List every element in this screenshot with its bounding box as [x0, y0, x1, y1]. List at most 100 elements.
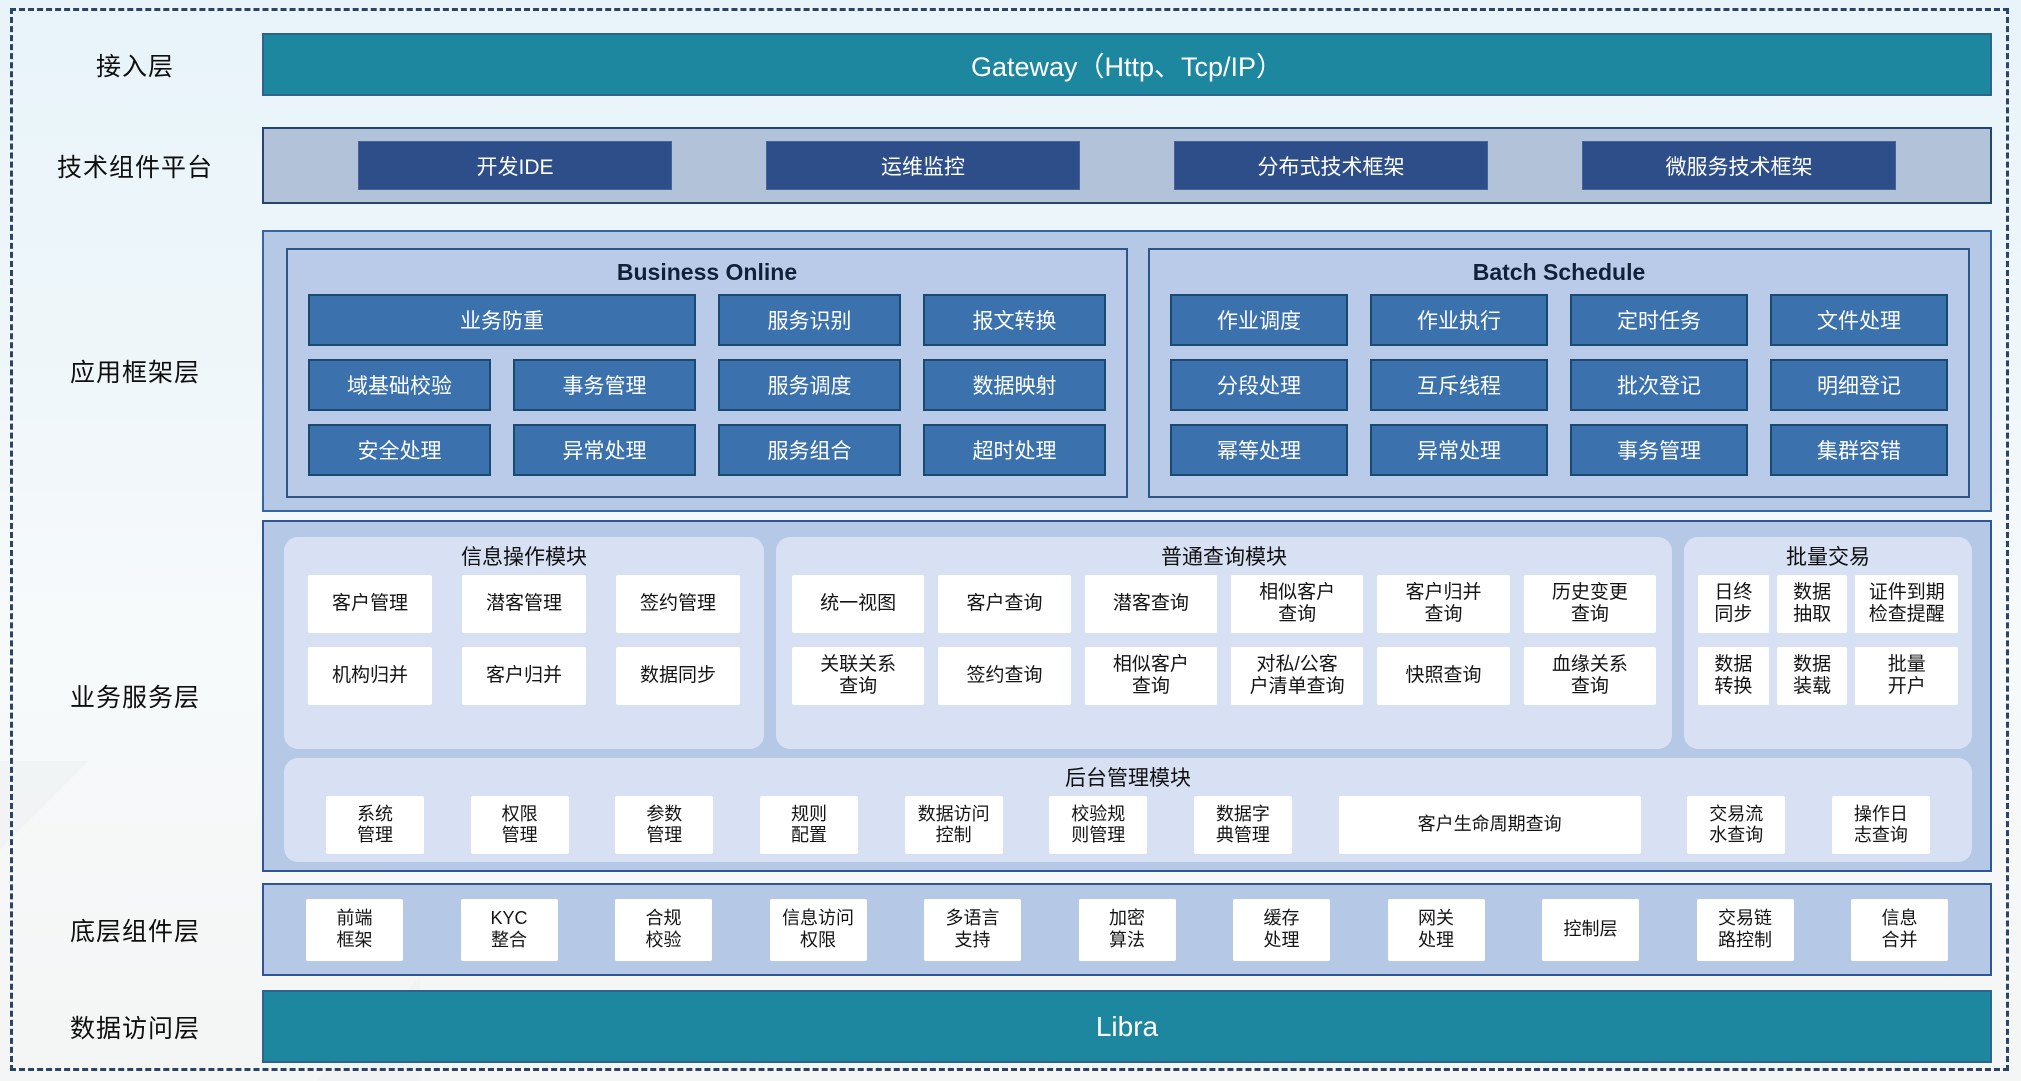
service-block: 数据访问 控制 [904, 796, 1003, 854]
service-block: 统一视图 [792, 575, 925, 633]
service-block: 潜客管理 [462, 575, 586, 633]
app-block: 数据映射 [923, 359, 1106, 411]
batch-schedule-grid: 作业调度 作业执行 定时任务 文件处理 分段处理 互斥线程 批次登记 明细登记 … [1150, 294, 1968, 490]
base-block: 多语言 支持 [924, 898, 1021, 961]
common-query-grid: 统一视图 客户查询 潜客查询 相似客户 查询 客户归并 查询 历史变更 查询 关… [776, 575, 1672, 705]
service-block: 血缘关系 查询 [1523, 647, 1656, 705]
service-block: 参数 管理 [615, 796, 714, 854]
app-block: 事务管理 [1570, 424, 1748, 476]
service-block: 相似客户 查询 [1230, 575, 1364, 633]
service-block: 快照查询 [1377, 647, 1510, 705]
service-block: 数据字 典管理 [1193, 796, 1292, 854]
base-block: 缓存 处理 [1233, 898, 1330, 961]
layer-label-base-components: 底层组件层 [69, 917, 200, 946]
admin-module-title: 后台管理模块 [1065, 767, 1191, 790]
service-block: 权限 管理 [470, 796, 569, 854]
app-block: 幂等处理 [1170, 424, 1348, 476]
base-components-box: 前端 框架 KYC 整合 合规 校验 信息访问 权限 多语言 支持 加密 算法 … [262, 883, 1992, 976]
gateway-bar: Gateway（Http、Tcp/IP） [262, 33, 1992, 96]
common-query-title: 普通查询模块 [1161, 546, 1287, 569]
base-block: 信息 合并 [1851, 898, 1948, 961]
app-block: 分段处理 [1170, 359, 1348, 411]
layer-label-data-access: 数据访问层 [69, 1014, 200, 1043]
service-block: 客户归并 [462, 647, 586, 705]
admin-module-row: 系统 管理 权限 管理 参数 管理 规则 配置 数据访问 控制 校验规 则管理 … [284, 796, 1972, 854]
info-operations-grid: 客户管理 潜客管理 签约管理 机构归并 客户归并 数据同步 [284, 575, 764, 705]
service-block: 签约查询 [938, 647, 1071, 705]
tech-block-ops-monitor: 运维监控 [766, 141, 1080, 190]
service-block: 相似客户 查询 [1084, 647, 1217, 705]
service-block: 数据 抽取 [1776, 575, 1848, 633]
layer-label-business-service: 业务服务层 [69, 684, 200, 712]
app-block: 明细登记 [1770, 359, 1948, 411]
app-block: 异常处理 [513, 424, 696, 476]
batch-trade-grid: 日终 同步 数据 抽取 证件到期 检查提醒 数据 转换 数据 装载 批量 开户 [1684, 575, 1972, 705]
service-block: 系统 管理 [326, 796, 424, 854]
base-block: 控制层 [1542, 898, 1639, 961]
service-block: 对私/公客 户清单查询 [1230, 647, 1364, 705]
service-block: 历史变更 查询 [1523, 575, 1656, 633]
app-block: 服务识别 [718, 294, 901, 346]
app-block: 事务管理 [513, 359, 696, 411]
service-block: 潜客查询 [1084, 575, 1217, 633]
tech-block-distributed-fw: 分布式技术框架 [1174, 141, 1488, 190]
common-query-panel: 普通查询模块 统一视图 客户查询 潜客查询 相似客户 查询 客户归并 查询 历史… [776, 537, 1672, 749]
business-online-panel: Business Online 业务防重 服务识别 报文转换 域基础校验 事务管… [286, 248, 1128, 498]
info-operations-panel: 信息操作模块 客户管理 潜客管理 签约管理 机构归并 客户归并 数据同步 [284, 537, 764, 749]
base-block: 合规 校验 [615, 898, 712, 961]
layer-label-tech-platform: 技术组件平台 [56, 153, 213, 182]
service-block: 数据 转换 [1698, 647, 1769, 705]
app-block: 异常处理 [1370, 424, 1548, 476]
batch-trade-title: 批量交易 [1786, 546, 1870, 569]
business-online-grid: 业务防重 服务识别 报文转换 域基础校验 事务管理 服务调度 数据映射 安全处理… [288, 294, 1126, 490]
app-block: 服务组合 [718, 424, 901, 476]
tech-platform-band: 开发IDE 运维监控 分布式技术框架 微服务技术框架 [262, 127, 1992, 204]
service-block: 机构归并 [308, 647, 432, 705]
base-block: 前端 框架 [306, 898, 403, 961]
batch-schedule-panel: Batch Schedule 作业调度 作业执行 定时任务 文件处理 分段处理 … [1148, 248, 1970, 498]
service-block: 客户管理 [308, 575, 432, 633]
libra-bar: Libra [262, 990, 1992, 1063]
service-block: 日终 同步 [1698, 575, 1769, 633]
app-framework-box: Business Online 业务防重 服务识别 报文转换 域基础校验 事务管… [262, 230, 1992, 512]
app-block: 服务调度 [718, 359, 901, 411]
gateway-bar-label: Gateway（Http、Tcp/IP） [970, 52, 1284, 82]
service-block: 关联关系 查询 [792, 647, 925, 705]
service-block: 数据 装载 [1776, 647, 1848, 705]
tech-block-microservice-fw: 微服务技术框架 [1582, 141, 1896, 190]
app-block: 互斥线程 [1370, 359, 1548, 411]
app-block: 作业调度 [1170, 294, 1348, 346]
service-block: 批量 开户 [1855, 647, 1958, 705]
service-block: 客户生命周期查询 [1338, 796, 1641, 854]
service-block: 规则 配置 [759, 796, 858, 854]
app-block: 文件处理 [1770, 294, 1948, 346]
app-block: 安全处理 [308, 424, 491, 476]
service-block: 签约管理 [616, 575, 740, 633]
service-block: 客户查询 [938, 575, 1071, 633]
business-online-title: Business Online [616, 258, 798, 285]
service-block: 证件到期 检查提醒 [1855, 575, 1958, 633]
service-block: 数据同步 [616, 647, 740, 705]
app-block: 报文转换 [923, 294, 1106, 346]
app-block: 超时处理 [923, 424, 1106, 476]
app-block: 批次登记 [1570, 359, 1748, 411]
layer-label-app-framework: 应用框架层 [69, 359, 200, 387]
app-block: 定时任务 [1570, 294, 1748, 346]
app-block: 集群容错 [1770, 424, 1948, 476]
app-block: 域基础校验 [308, 359, 491, 411]
base-block: 网关 处理 [1387, 898, 1485, 961]
service-block: 校验规 则管理 [1049, 796, 1148, 854]
batch-trade-panel: 批量交易 日终 同步 数据 抽取 证件到期 检查提醒 数据 转换 数据 装载 批… [1684, 537, 1972, 749]
base-block: 加密 算法 [1078, 898, 1176, 961]
base-block: KYC 整合 [460, 898, 558, 961]
app-block: 作业执行 [1370, 294, 1548, 346]
app-block: 业务防重 [308, 294, 696, 346]
tech-block-dev-ide: 开发IDE [358, 141, 672, 190]
service-block: 操作日 志查询 [1831, 796, 1930, 854]
libra-bar-label: Libra [1095, 1010, 1159, 1042]
admin-module-panel: 后台管理模块 系统 管理 权限 管理 参数 管理 规则 配置 数据访问 控制 校… [284, 758, 1972, 862]
base-block: 交易链 路控制 [1696, 898, 1794, 961]
batch-schedule-title: Batch Schedule [1472, 258, 1646, 285]
service-block: 客户归并 查询 [1377, 575, 1510, 633]
